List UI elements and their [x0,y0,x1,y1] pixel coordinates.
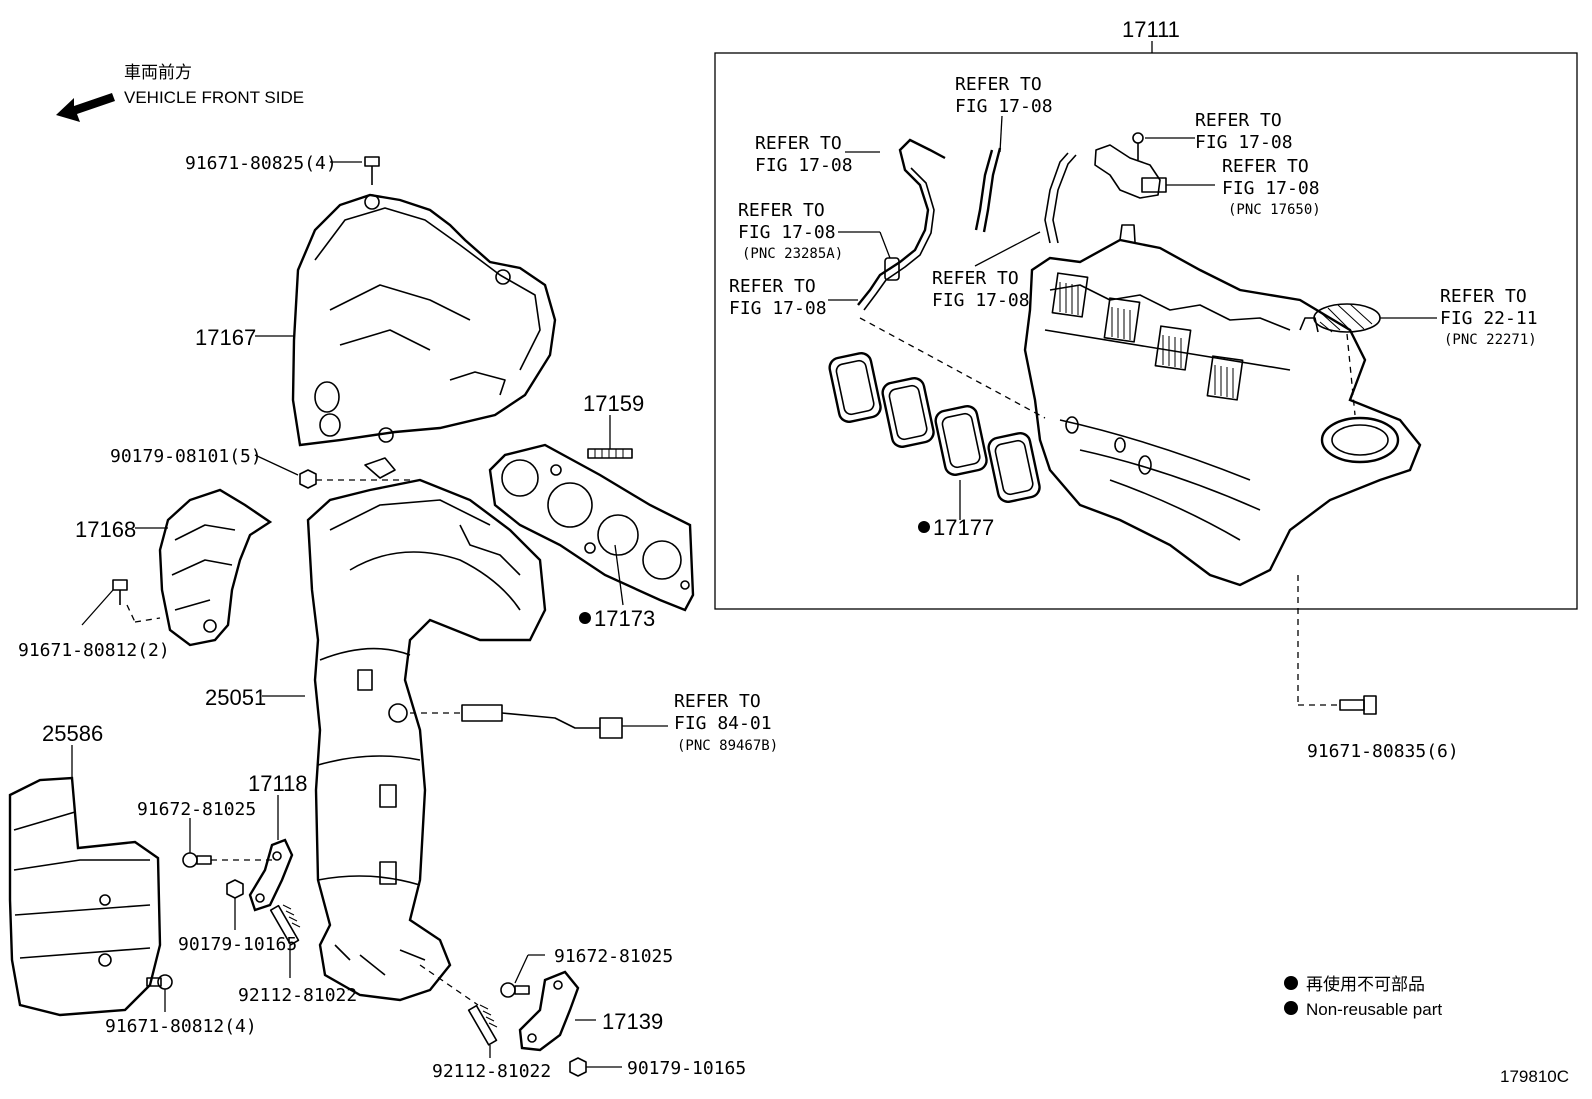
callout-90179-08101: 90179-08101(5) [110,446,262,467]
ref-line1: REFER TO [729,276,816,297]
ref-line2: FIG 17-08 [1222,178,1320,199]
callout-91671-80835: 91671-80835(6) [1307,741,1459,762]
non-reusable-dot-icon [1284,976,1298,990]
legend: 再使用不可部品 Non-reusable part [1284,974,1442,1019]
refer-to-3: REFER TO FIG 17-08 (PNC 23285A) [738,200,891,262]
bolt-91671-80812-2: 91671-80812(2) [18,579,170,661]
callout-17118: 17118 [248,771,308,796]
callout-17177: 17177 [933,515,994,540]
ref-line1: REFER TO [755,133,842,154]
oxygen-sensor [388,703,668,739]
stud-17159: 17159 [583,391,644,459]
callout-17168: 17168 [75,517,136,542]
callout-25586: 25586 [42,721,103,746]
refer-to-2: REFER TO FIG 17-08 [955,74,1053,153]
refer-to-7: REFER TO FIG 17-08 (PNC 17650) [1222,156,1321,218]
callout-90179-10165-a: 90179-10165 [178,934,297,955]
ref-line1: REFER TO [932,268,1019,289]
bracket-17139: 17139 [518,970,663,1052]
callout-91672-81025-b: 91672-81025 [554,946,673,967]
ref-line3: (PNC 22271) [1444,332,1537,348]
ref-line3: (PNC 89467B) [677,738,778,754]
ref-line3: (PNC 17650) [1228,202,1321,218]
ref-line1: REFER TO [738,200,825,221]
exhaust-manifold: 25051 [205,457,547,1002]
callout-17159: 17159 [583,391,644,416]
callout-91672-81025-a: 91672-81025 [137,799,256,820]
ref-line2: FIG 17-08 [755,155,853,176]
heat-insulator-17168: 17168 [75,488,273,647]
callout-17139: 17139 [602,1009,663,1034]
figure-id: 179810C [1500,1067,1569,1086]
vehicle-front-indicator: 車両前方 VEHICLE FRONT SIDE [56,63,304,122]
stud-92112-81022-a: 92112-81022 [238,904,357,1006]
intake-manifold-group: 17111 [714,17,1578,610]
nut-90179-10165-a: 90179-10165 [178,879,297,955]
callout-90179-10165-b: 90179-10165 [627,1058,746,1079]
legend-en: Non-reusable part [1306,1000,1442,1019]
ref-line1: REFER TO [955,74,1042,95]
non-reusable-mark-17177 [918,521,930,533]
callout-91671-80812-2: 91671-80812(2) [18,640,170,661]
bolt-91671-80812-4: 91671-80812(4) [105,974,257,1037]
ref-line1: REFER TO [1222,156,1309,177]
bracket-17118: 17118 [248,771,308,912]
non-reusable-mark-17173 [579,612,591,624]
heat-insulator-25586: 25586 [8,721,162,1017]
ref-line1: REFER TO [1195,110,1282,131]
group-frame [714,52,1578,610]
nut-90179-08101: 90179-08101(5) [110,446,410,489]
hoses [857,138,1077,419]
nut-90179-10165-b: 90179-10165 [569,1057,746,1079]
refer-to-1: REFER TO FIG 17-08 [755,133,880,176]
throttle-gasket [1313,303,1437,416]
callout-17173: 17173 [594,606,655,631]
refer-to-8: REFER TO FIG 22-11 (PNC 22271) [1440,286,1538,348]
bolt-91671-80825: 91671-80825(4) [185,153,380,185]
ref-line2: FIG 17-08 [729,298,827,319]
ref-line2: FIG 17-08 [955,96,1053,117]
front-arrow-icon [56,93,115,122]
ref-line1: REFER TO [1440,286,1527,307]
refer-to-5: REFER TO FIG 17-08 [932,231,1041,311]
ref-line3: (PNC 23285A) [742,246,843,262]
ref-line2: FIG 17-08 [932,290,1030,311]
callout-92112-81022-b: 92112-81022 [432,1061,551,1082]
refer-to-6: REFER TO FIG 17-08 [1195,110,1293,153]
intake-manifold [1023,224,1422,587]
non-reusable-dot-icon [1284,1001,1298,1015]
refer-to-4: REFER TO FIG 17-08 [729,276,858,319]
bolt-91672-81025-a: 91672-81025 [137,799,275,868]
callout-17167: 17167 [195,325,256,350]
ref-line2: FIG 17-08 [1195,132,1293,153]
vsv-bracket [1094,132,1215,199]
callout-91671-80812-4: 91671-80812(4) [105,1016,257,1037]
bolt-91671-80835: 91671-80835(6) [1297,575,1459,762]
front-label-en: VEHICLE FRONT SIDE [124,88,304,107]
intake-gaskets: 17177 [828,351,1041,540]
bolt-91672-81025-b: 91672-81025 [500,946,673,998]
stud-92112-81022-b: 92112-81022 [419,964,551,1082]
callout-91671-80825: 91671-80825(4) [185,153,337,174]
legend-jp: 再使用不可部品 [1306,974,1425,994]
ref-line2: FIG 22-11 [1440,308,1538,329]
heat-insulator-upper: 17167 [195,193,557,447]
front-label-jp: 車両前方 [124,63,192,82]
ref-line1: REFER TO [674,691,761,712]
ref-line2: FIG 17-08 [738,222,836,243]
ref-line2: FIG 84-01 [674,713,772,734]
exhaust-gasket: 17173 [488,443,695,631]
callout-25051: 25051 [205,685,266,710]
refer-to-9: REFER TO FIG 84-01 (PNC 89467B) [674,691,778,754]
callout-92112-81022-a: 92112-81022 [238,985,357,1006]
group-label: 17111 [1122,17,1180,42]
